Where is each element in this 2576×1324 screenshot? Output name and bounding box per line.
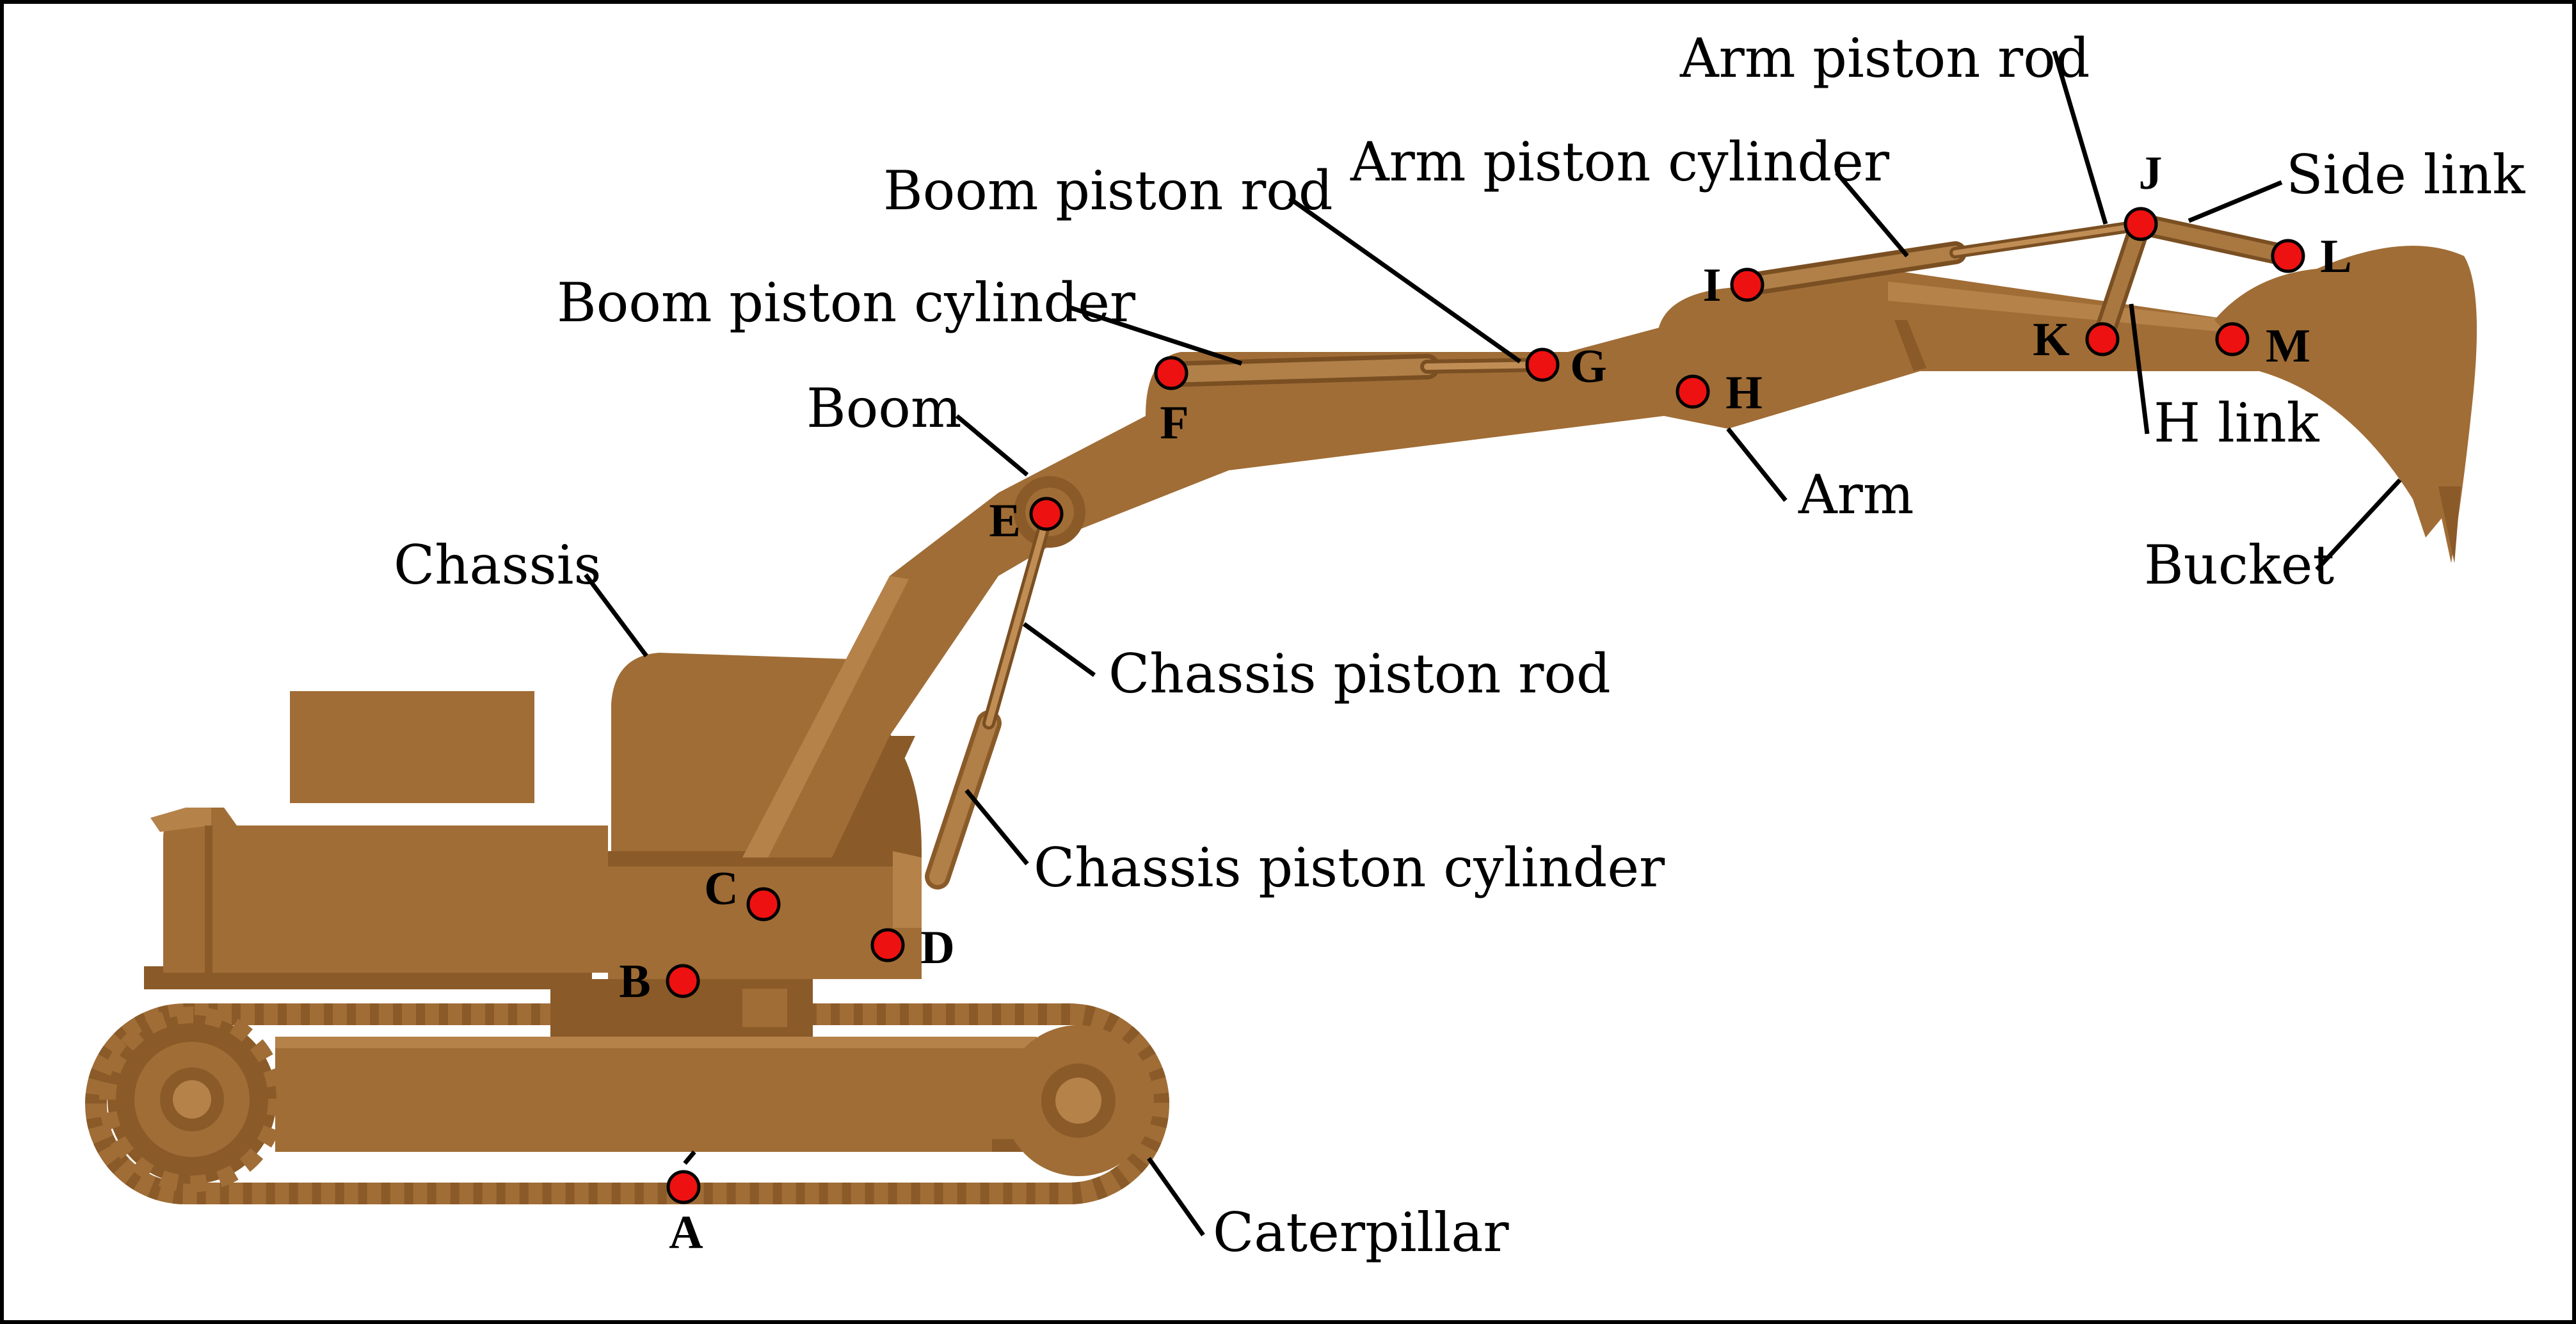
drive-sprocket [99,1007,285,1192]
joint-a [666,1170,701,1204]
point-label-e: E [989,495,1020,547]
label-chassis-piston-cylinder: Chassis piston cylinder [1034,836,1665,899]
label-arm-piston-cylinder: Arm piston cylinder [1350,131,1890,193]
point-label-d: D [920,921,954,974]
point-label-l: L [2320,230,2351,283]
leader-bucket [2315,478,2402,571]
boom-structure [742,326,1664,857]
point-label-i: I [1703,259,1722,312]
leader-chassis [584,573,648,658]
leader-h-link [2129,303,2150,435]
point-label-f: F [1160,397,1188,449]
joint-l [2271,239,2305,273]
joint-d [870,928,905,962]
point-label-b: B [619,955,650,1008]
chassis-piston [925,512,1053,889]
label-chassis-piston-rod: Chassis piston rod [1108,642,1611,705]
leader-chassis-piston-rod [1022,622,1096,677]
leader-boom-piston-cylinder [1068,305,1243,366]
point-label-a: A [669,1206,703,1259]
boom-piston [1158,354,1549,387]
leader-caterpillar [1147,1156,1205,1237]
label-boom-piston-rod: Boom piston rod [883,159,1333,222]
label-caterpillar: Caterpillar [1213,1201,1509,1264]
label-boom: Boom [806,377,962,440]
joint-j [2124,207,2158,241]
joint-markers [666,207,2305,1204]
joint-b [666,964,700,998]
arm-piston [1736,219,2147,296]
label-bucket: Bucket [2144,534,2334,596]
track-frame [275,1037,1037,1152]
joint-e [1029,497,1064,531]
point-label-k: K [2033,314,2070,366]
label-arm: Arm [1798,463,1914,526]
point-label-h: H [1725,367,1763,419]
label-side-link: Side link [2286,143,2525,206]
leader-boom-piston-rod [1288,196,1522,363]
bucket-structure [2214,246,2477,563]
label-chassis: Chassis [394,534,602,596]
leader-boom [955,414,1029,477]
counterweight-block [290,691,534,803]
leader-arm-piston-rod [2052,51,2108,225]
point-label-j: J [2139,147,2163,200]
caterpillar-track [85,1003,1169,1204]
chassis-body [144,653,922,989]
joint-k [2085,322,2120,356]
idler-wheel [1003,1025,1154,1176]
label-boom-piston-cylinder: Boom piston cylinder [557,271,1136,334]
linkages [2092,213,2299,350]
component-labels: Arm piston rod Arm piston cylinder Boom … [394,27,2525,1264]
point-label-m: M [2266,320,2310,372]
leader-arm-piston-cylinder [1835,171,1909,258]
joint-m [2215,322,2250,356]
point-labels: A B C D E F G H I J K L M [619,147,2351,1259]
leader-arm [1726,427,1788,502]
joint-i [1730,267,1764,302]
leader-lines [584,51,2402,1237]
label-h-link: H link [2154,392,2320,454]
label-arm-piston-rod: Arm piston rod [1679,27,2090,90]
point-label-c: C [704,863,738,915]
excavator-illustration [85,213,2477,1204]
joint-c [746,887,781,921]
joint-f [1154,356,1188,390]
joint-h [1676,374,1710,409]
leader-point-a [683,1150,696,1165]
leader-chassis-piston-cylinder [964,788,1029,866]
point-label-g: G [1570,340,1607,393]
leader-side-link [2188,180,2283,223]
joint-g [1525,347,1560,382]
